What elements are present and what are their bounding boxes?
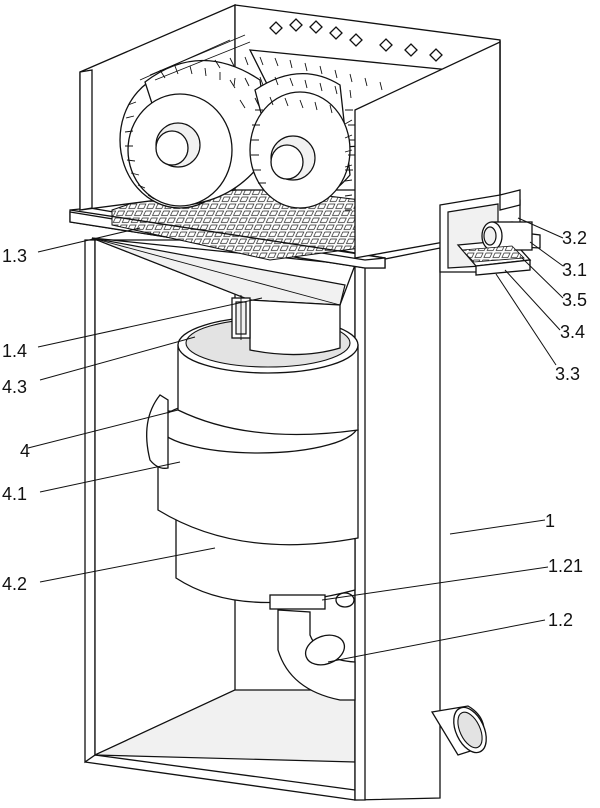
outlet-pipe — [430, 705, 487, 756]
label-3-2: 3.2 — [562, 228, 587, 248]
cabinet — [84, 239, 441, 801]
crusher-box — [79, 4, 501, 259]
label-1-2: 1.2 — [548, 610, 573, 630]
label-3-5: 3.5 — [562, 290, 587, 310]
label-3-4: 3.4 — [560, 322, 585, 342]
label-4-1: 4.1 — [2, 484, 27, 504]
leader-lines — [27, 217, 564, 663]
label-1-3: 1.3 — [2, 246, 27, 266]
filter-assembly — [146, 295, 359, 604]
label-1: 1 — [545, 511, 555, 531]
label-1-4: 1.4 — [2, 341, 27, 361]
label-4-2: 4.2 — [2, 574, 27, 594]
label-4-3: 4.3 — [2, 377, 27, 397]
label-4: 4 — [20, 441, 30, 461]
label-3-1: 3.1 — [562, 260, 587, 280]
label-3-3: 3.3 — [555, 364, 580, 384]
part-labels: 1.3 1.4 4.3 4 4.1 4.2 3.2 3.1 3.5 3.4 3.… — [2, 228, 587, 630]
label-1-21: 1.21 — [548, 556, 583, 576]
side-motor-assembly — [439, 189, 541, 276]
drain-pipe — [269, 592, 356, 701]
